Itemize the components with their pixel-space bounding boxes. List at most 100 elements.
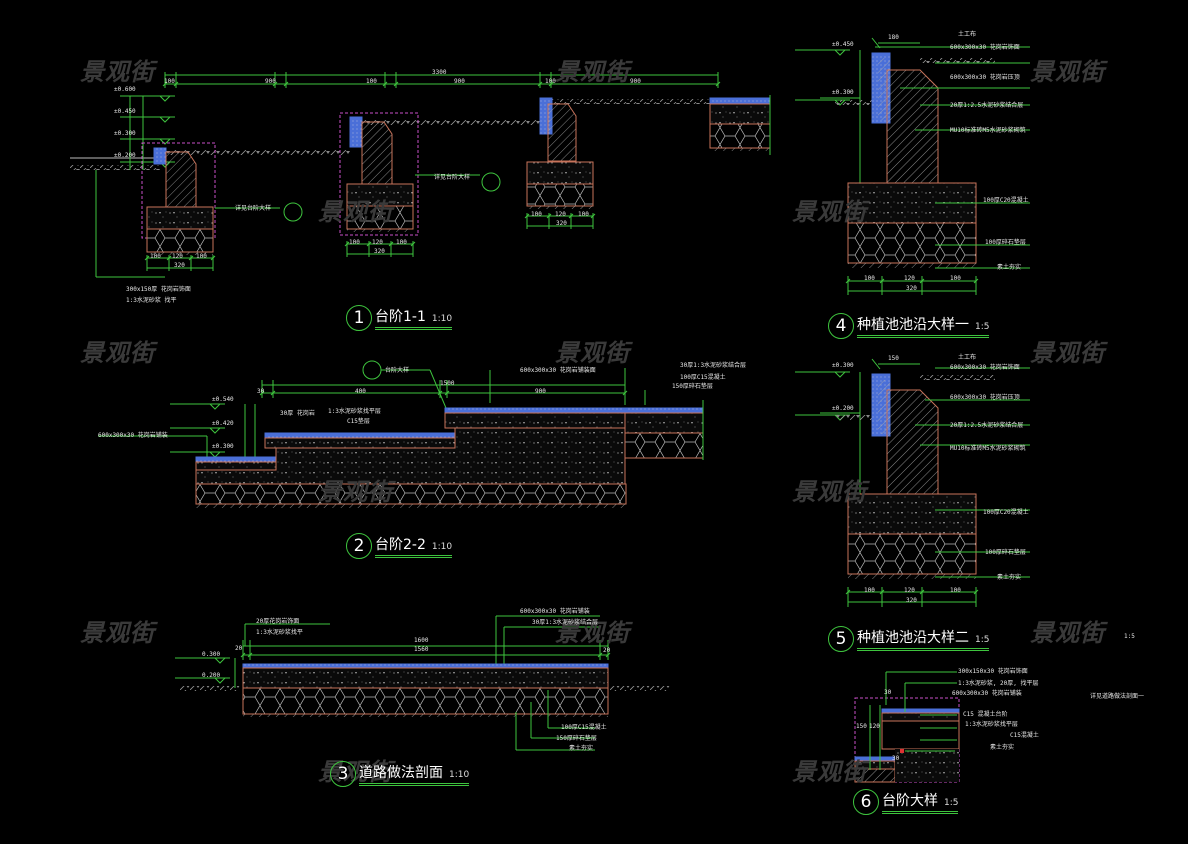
dimension-label: 1600 [414,637,429,644]
gravel-layer [847,222,977,264]
footing-dimension: 100 [864,275,875,282]
dimension-tick [715,81,721,87]
footing-dimension: 120 [904,275,915,282]
elevation-label: ±0.300 [832,362,854,369]
elevation-label: ±0.450 [114,108,136,115]
watermark: 景观街 [80,58,155,86]
detail-number-badge: 6 [853,789,879,815]
detail-title-text: 台阶1-1 [375,309,426,325]
watermark: 景观街 [80,619,155,647]
ground-hatch [160,150,350,155]
dimension-tick [344,241,350,247]
dimension-label: 900 [265,78,276,85]
concrete-layer [526,161,594,185]
footing-total: 320 [556,220,567,227]
watermark: 景观街 [1030,619,1105,647]
concrete-layer [847,493,977,535]
overall-dimension: 3300 [432,69,447,76]
elevation-label: ±0.300 [212,443,234,450]
concrete-layer [881,712,960,722]
material-note: 30厚 花岗岩 [280,410,315,417]
footing-dimension: 100 [864,587,875,594]
brick-wall [165,151,197,208]
granite-finish [242,663,609,669]
gravel-layer [624,432,704,459]
granite-finish [709,97,771,104]
dimension-tick [188,255,194,261]
material-note: 土工布 [958,354,977,361]
dimension-tick [144,255,150,261]
granite-finish [349,116,363,148]
granite-finish [264,432,456,439]
material-note: 20厚1:2.5水泥砂浆结合层 [950,102,1024,109]
watermark: 景观街 [792,478,867,506]
elevation-marker [208,451,222,458]
detail-scale: 1:5 [975,322,990,332]
dimension-tick [879,278,885,284]
elevation-marker [833,371,847,378]
watermark: 景观街 [1030,339,1105,367]
material-note: 100厚C15混凝土 [561,724,607,731]
elevation-marker [208,427,222,434]
dimension-tick [382,81,388,87]
dimension-label: 100 [366,78,377,85]
watermark: 景观街 [318,198,393,226]
ground-hatch [835,415,880,420]
material-note: 100厚C20混凝土 [983,197,1029,204]
dimension-label: 1560 [414,646,429,653]
side-note: 详见道路做法剖面一 [1090,693,1145,700]
dimension-tick [973,278,979,284]
dimension-tick [240,652,246,658]
detail-scale: 1:5 [944,798,959,808]
watermark: 景观街 [792,198,867,226]
scale-note: 1:5 [1124,633,1135,640]
soil-hatch [196,504,626,508]
elevation-marker [213,657,227,664]
brick-wall [886,69,939,184]
dimension-label: 900 [535,388,546,395]
elevation-label: ±0.600 [114,86,136,93]
dimension-label: 30 [257,388,265,395]
elevation-label: ±0.300 [832,89,854,96]
material-note: 素土夯实 [990,744,1015,751]
dimension-tick [283,81,289,87]
dimension-tick [393,81,399,87]
material-note: 30厚1:3水泥砂浆结合层 [532,619,599,626]
material-note: 150厚碎石垫层 [672,383,713,390]
soil-hatch [147,252,213,255]
dimension-label: 30 [892,755,900,762]
ground-hatch [545,99,715,104]
dimension-tick [845,589,851,595]
soil-hatch [848,263,976,268]
ground-hatch [350,120,540,125]
dimension-tick [973,589,979,595]
callout-circle [362,360,382,380]
detail-scale: 1:10 [449,770,470,780]
dimension-tick [845,278,851,284]
soil-hatch [243,714,608,717]
detail-number-badge: 3 [330,761,356,787]
detail-scale: 1:5 [975,635,990,645]
soil-hatch [347,229,413,232]
ground-hatch [610,686,670,691]
callout-label: 详见台阶大样 [434,174,471,181]
dimension-tick [590,213,596,219]
dimension-tick [919,589,925,595]
dimension-line [871,358,881,370]
concrete-layer [624,412,704,434]
dimension-tick [919,278,925,284]
granite-finish [195,456,277,463]
elevation-label: ±0.300 [114,130,136,137]
material-note: 土工布 [958,31,977,38]
dimension-tick [546,213,552,219]
material-note: 600x300x30 花岗岩饰面 [950,364,1020,371]
callout-circle [283,202,303,222]
dimension-tick [524,213,530,219]
dimension-label: 150 [856,723,867,730]
watermark: 景观街 [555,58,630,86]
gravel-layer [146,228,214,253]
material-note: 1:3水泥砂浆找平层 [328,408,381,415]
